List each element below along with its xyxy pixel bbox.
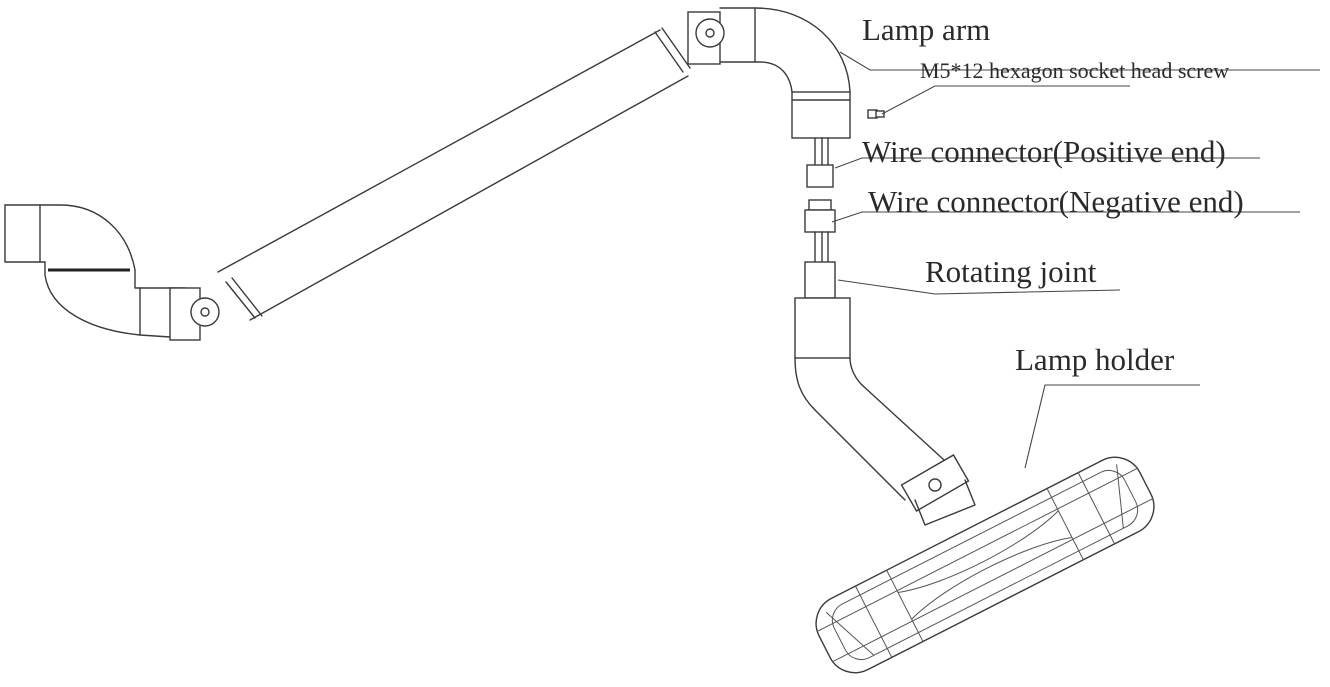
left-mount-elbow bbox=[4, 204, 220, 341]
label-rotating-joint: Rotating joint bbox=[925, 254, 1097, 289]
wire-connector-positive-part bbox=[806, 137, 834, 188]
leader-lines bbox=[831, 51, 1320, 469]
label-screw: M5*12 hexagon socket head screw bbox=[920, 58, 1229, 83]
upper-elbow bbox=[687, 7, 851, 139]
wire-connector-negative-part bbox=[804, 199, 836, 263]
hex-screw bbox=[867, 109, 885, 119]
label-lamp-holder: Lamp holder bbox=[1015, 342, 1175, 377]
lamp-arm bbox=[217, 27, 691, 321]
lamp-holder-part bbox=[815, 456, 1155, 674]
label-lamp-arm: Lamp arm bbox=[862, 12, 990, 47]
rotating-joint-part bbox=[794, 261, 863, 411]
label-wire-connector-negative: Wire connector(Negative end) bbox=[868, 184, 1244, 219]
label-wire-connector-positive: Wire connector(Positive end) bbox=[862, 134, 1226, 169]
lower-arm bbox=[814, 384, 976, 526]
